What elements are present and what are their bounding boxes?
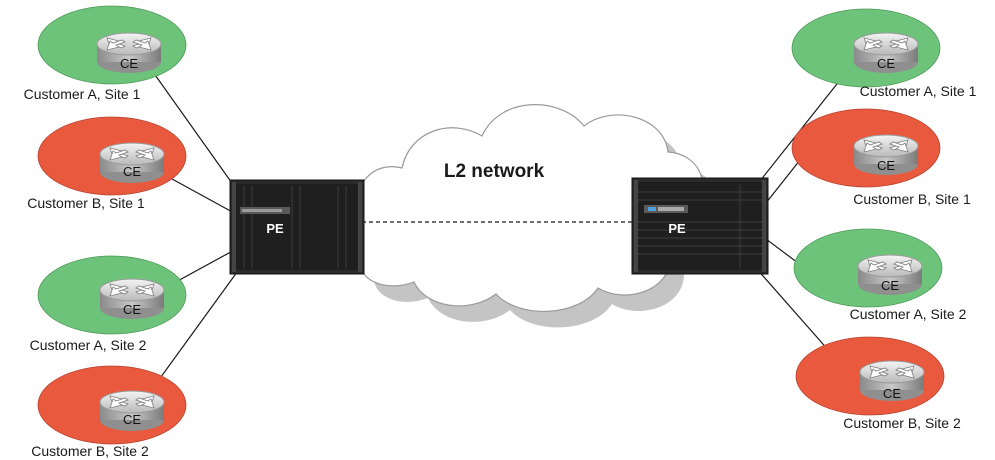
right-site-b2: CE Customer B, Site 2 (795, 336, 961, 431)
site-label: Customer B, Site 1 (853, 191, 971, 207)
left-site-a1: CE Customer A, Site 1 (24, 5, 187, 102)
link-left-a1 (147, 64, 245, 201)
link-right-b2 (755, 267, 831, 353)
left-site-a2: CE Customer A, Site 2 (30, 255, 187, 353)
site-label: Customer B, Site 1 (27, 195, 145, 211)
ce-label: CE (123, 412, 141, 427)
site-label: Customer B, Site 2 (31, 443, 149, 459)
link-right-a1 (755, 64, 853, 187)
site-label: Customer A, Site 2 (850, 306, 967, 322)
cloud-label: L2 network (444, 161, 545, 182)
pe-left-router: PE (229, 179, 365, 275)
site-label: Customer A, Site 1 (860, 83, 977, 99)
l2-network-cloud: L2 network (337, 104, 721, 328)
pe-left-label: PE (266, 221, 284, 236)
pe-right-label: PE (668, 221, 686, 236)
site-label: Customer A, Site 2 (30, 337, 147, 353)
left-site-b2: CE Customer B, Site 2 (31, 365, 187, 459)
site-label: Customer B, Site 2 (843, 415, 961, 431)
ce-label: CE (123, 164, 141, 179)
right-site-b1: CE Customer B, Site 1 (791, 108, 971, 207)
left-site-b1: CE Customer B, Site 1 (27, 116, 187, 211)
link-left-b2 (149, 267, 241, 393)
ce-label: CE (123, 302, 141, 317)
ce-label: CE (881, 278, 899, 293)
right-site-a2: CE Customer A, Site 2 (793, 228, 967, 322)
ce-label: CE (877, 56, 895, 71)
right-site-a1: CE Customer A, Site 1 (791, 8, 977, 99)
pe-right-router: PE (631, 177, 769, 275)
ce-label: CE (883, 386, 901, 401)
ce-label: CE (120, 56, 138, 71)
ce-label: CE (877, 158, 895, 173)
site-label: Customer A, Site 1 (24, 86, 141, 102)
